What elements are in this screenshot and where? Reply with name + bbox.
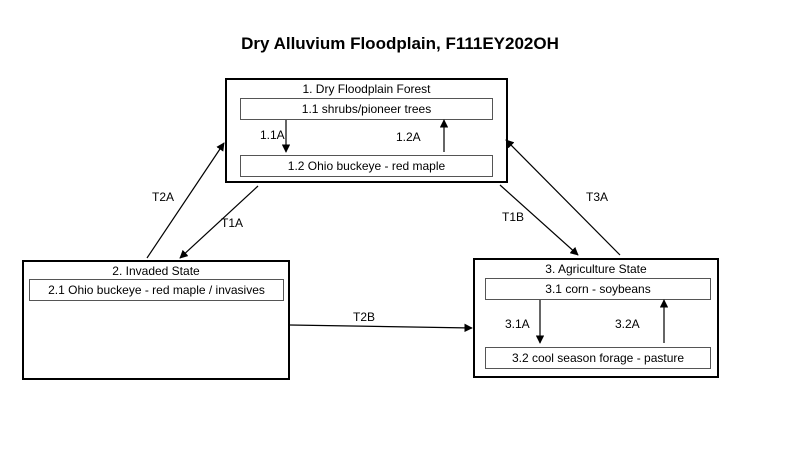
state-2-label: 2. Invaded State: [112, 264, 200, 278]
transition-t2b-arrow: [289, 323, 473, 333]
transition-t3a-arrow: [505, 139, 621, 256]
pathway-3-2a-label: 3.2A: [615, 317, 640, 331]
state-1-label: 1. Dry Floodplain Forest: [302, 82, 431, 96]
community-1-2: 1.2 Ohio buckeye - red maple: [240, 155, 493, 177]
community-2-1: 2.1 Ohio buckeye - red maple / invasives: [29, 279, 284, 301]
transition-t1a-label: T1A: [221, 216, 244, 230]
transition-t2b-label: T2B: [353, 310, 376, 324]
community-3-2: 3.2 cool season forage - pasture: [485, 347, 711, 369]
transition-t2a-arrow: [146, 142, 225, 259]
state-3-box: 3. Agriculture State 3.1 corn - soybeans…: [473, 258, 719, 378]
state-3-label: 3. Agriculture State: [545, 262, 647, 276]
community-1-1: 1.1 shrubs/pioneer trees: [240, 98, 493, 120]
community-3-1: 3.1 corn - soybeans: [485, 278, 711, 300]
transition-t1a-arrow: [179, 185, 259, 259]
state-2-box: 2. Invaded State 2.1 Ohio buckeye - red …: [22, 260, 290, 380]
pathway-1-1a-label: 1.1A: [260, 128, 285, 142]
pathway-1-2a-label: 1.2A: [396, 130, 421, 144]
pathway-3-1a-label: 3.1A: [505, 317, 530, 331]
transition-t3a-label: T3A: [586, 190, 609, 204]
transition-t1b-arrow: [499, 184, 579, 256]
transition-t2a-label: T2A: [152, 190, 175, 204]
state-1-box: 1. Dry Floodplain Forest 1.1 shrubs/pion…: [225, 78, 508, 183]
transition-t1b-label: T1B: [502, 210, 525, 224]
diagram-title: Dry Alluvium Floodplain, F111EY202OH: [241, 34, 559, 53]
